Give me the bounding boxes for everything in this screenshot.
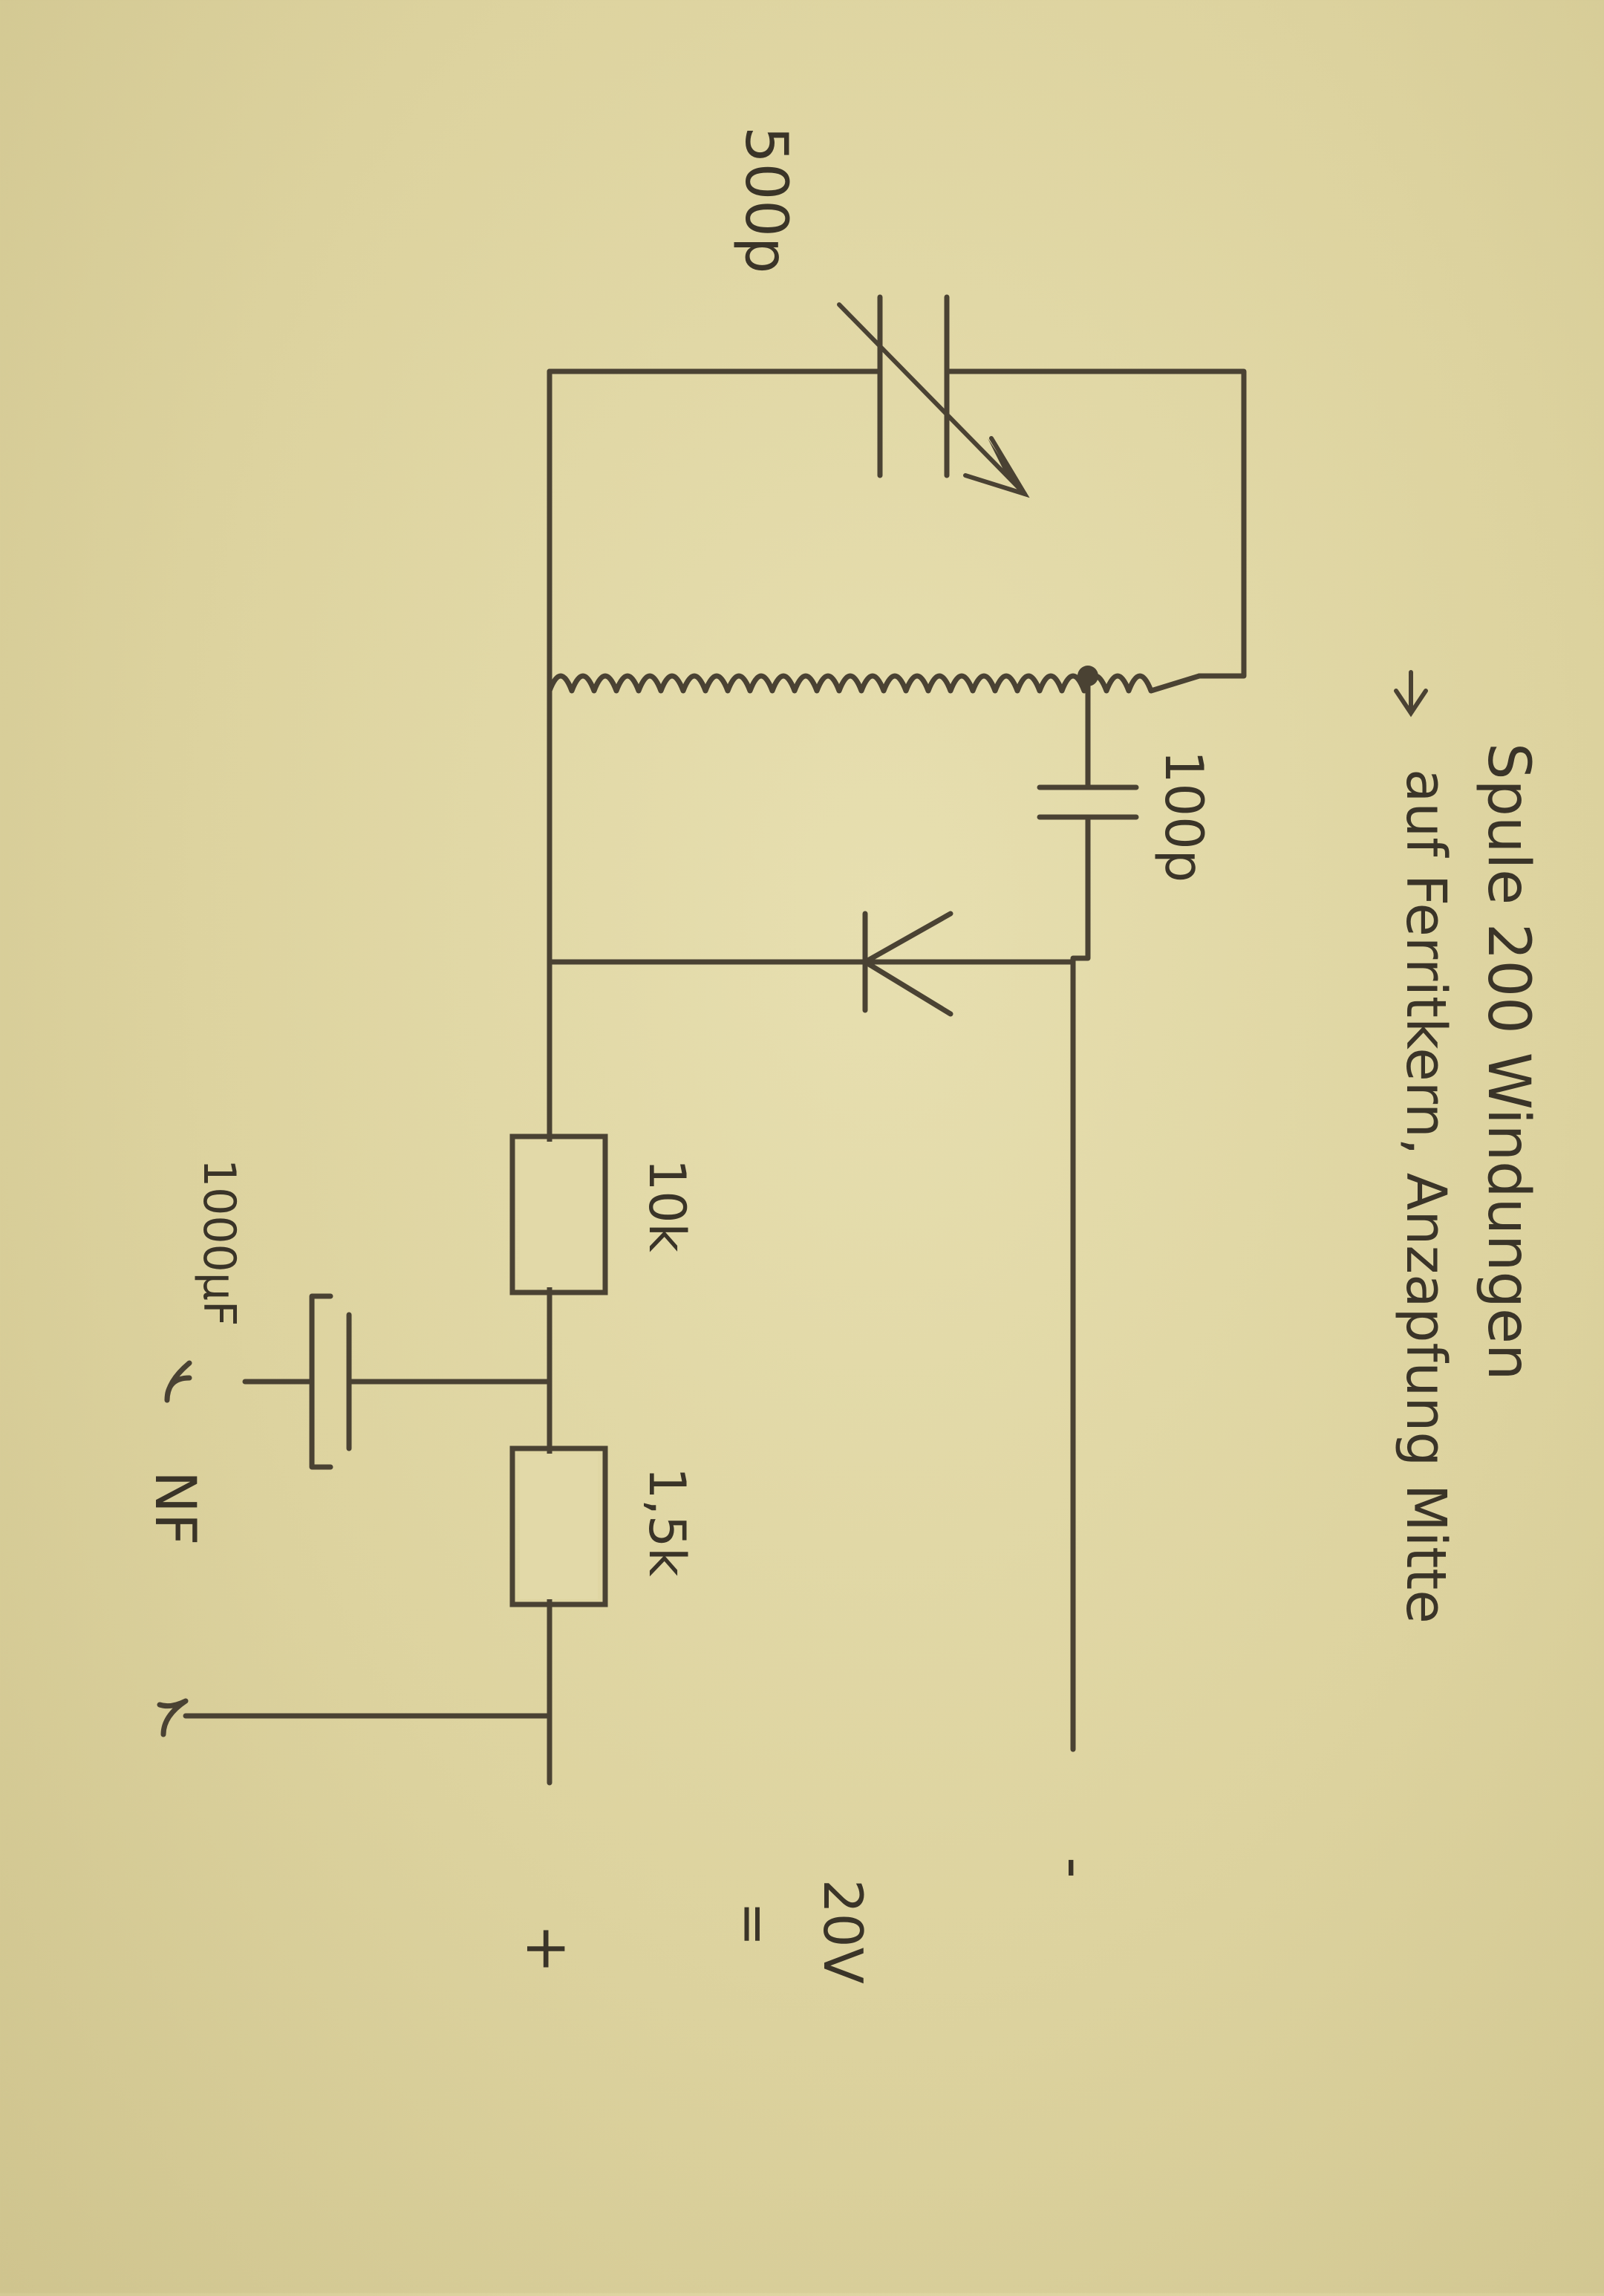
output-label: NF <box>143 1471 209 1546</box>
resistor-1-5k-symbol <box>509 1445 608 1607</box>
ferrite-coil <box>547 673 1202 694</box>
output-socket-1-icon <box>164 1360 192 1403</box>
electrolytic-capacitor-symbol <box>242 1293 352 1470</box>
negative-rail-wire <box>1070 814 1091 1752</box>
diode-symbol <box>862 911 953 1017</box>
electrolytic-capacitor-label: 1000µF <box>193 1159 245 1326</box>
supply-minus-label: - <box>1040 1857 1109 1879</box>
coil-annotation-line2: auf Ferritkern, Anzapfung Mitte <box>1394 769 1458 1624</box>
supply-voltage-label: 20V <box>812 1879 874 1984</box>
variable-capacitor-label: 500p <box>732 126 799 273</box>
coupling-capacitor-label: 100p <box>1153 750 1214 882</box>
annotation-arrow-icon <box>1394 670 1428 718</box>
variable-capacitor-symbol <box>837 294 1030 498</box>
resistor-10k-symbol <box>509 1134 608 1295</box>
supply-plus-label: + <box>513 1924 582 1974</box>
coil-annotation-line1: Spule 200 Windungen <box>1475 743 1542 1380</box>
supply-dc-symbol: = <box>723 1902 785 1946</box>
tank-circuit-top-wire <box>547 368 1247 679</box>
resistor-1-5k-label: 1,5k <box>637 1467 696 1577</box>
resistor-10k-label: 10k <box>637 1159 696 1253</box>
output-socket-2-icon <box>157 1698 189 1737</box>
